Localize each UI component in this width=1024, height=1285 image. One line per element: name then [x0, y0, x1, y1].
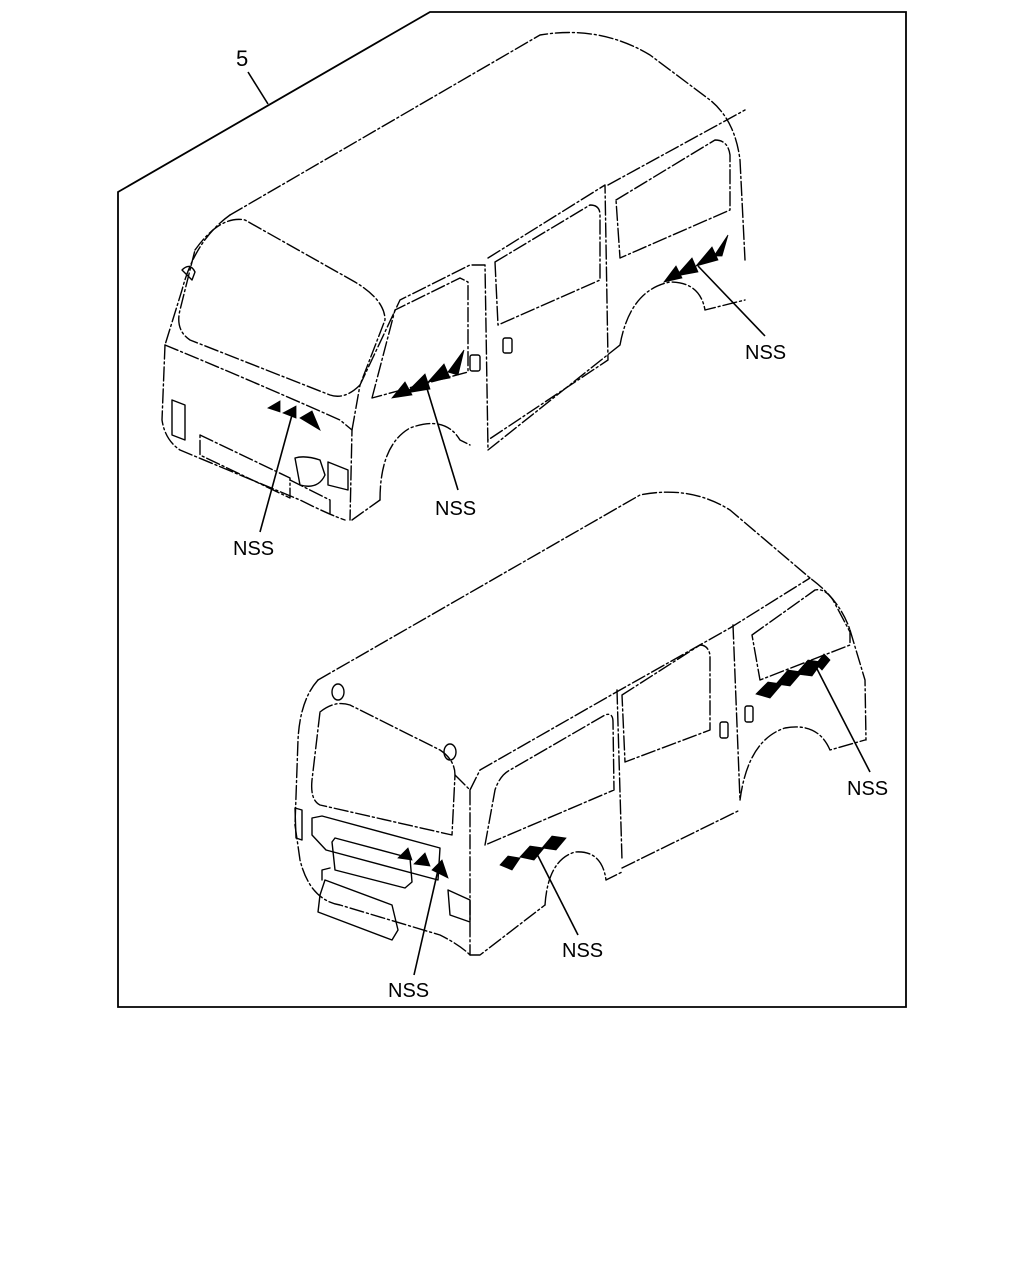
callout-label: NSS	[847, 778, 888, 800]
diagram-frame	[117, 11, 907, 1008]
leader-rear-back	[413, 869, 439, 976]
leader-rear-quarter	[814, 664, 871, 773]
decal-rear-side	[499, 835, 567, 871]
van-front-view	[161, 31, 746, 521]
item-number-label: 5	[236, 46, 248, 71]
leader-front-hood	[259, 414, 293, 533]
leader-front-door	[424, 381, 459, 491]
decal-rear-back	[397, 847, 449, 879]
decal-front-rear-quarter	[663, 234, 729, 283]
callout-label: NSS	[435, 498, 476, 520]
decal-front-door	[391, 349, 465, 399]
callout-label: NSS	[745, 342, 786, 364]
decal-rear-quarter	[755, 653, 831, 699]
van-rear-view	[294, 491, 867, 956]
callout-label: NSS	[233, 538, 274, 560]
leader-front-rear-quarter	[697, 265, 766, 337]
leader-rear-side	[534, 849, 579, 936]
callout-label: NSS	[388, 980, 429, 1002]
decal-front-hood	[267, 400, 321, 431]
callout-label: NSS	[562, 940, 603, 962]
item-number-leader	[247, 71, 269, 105]
